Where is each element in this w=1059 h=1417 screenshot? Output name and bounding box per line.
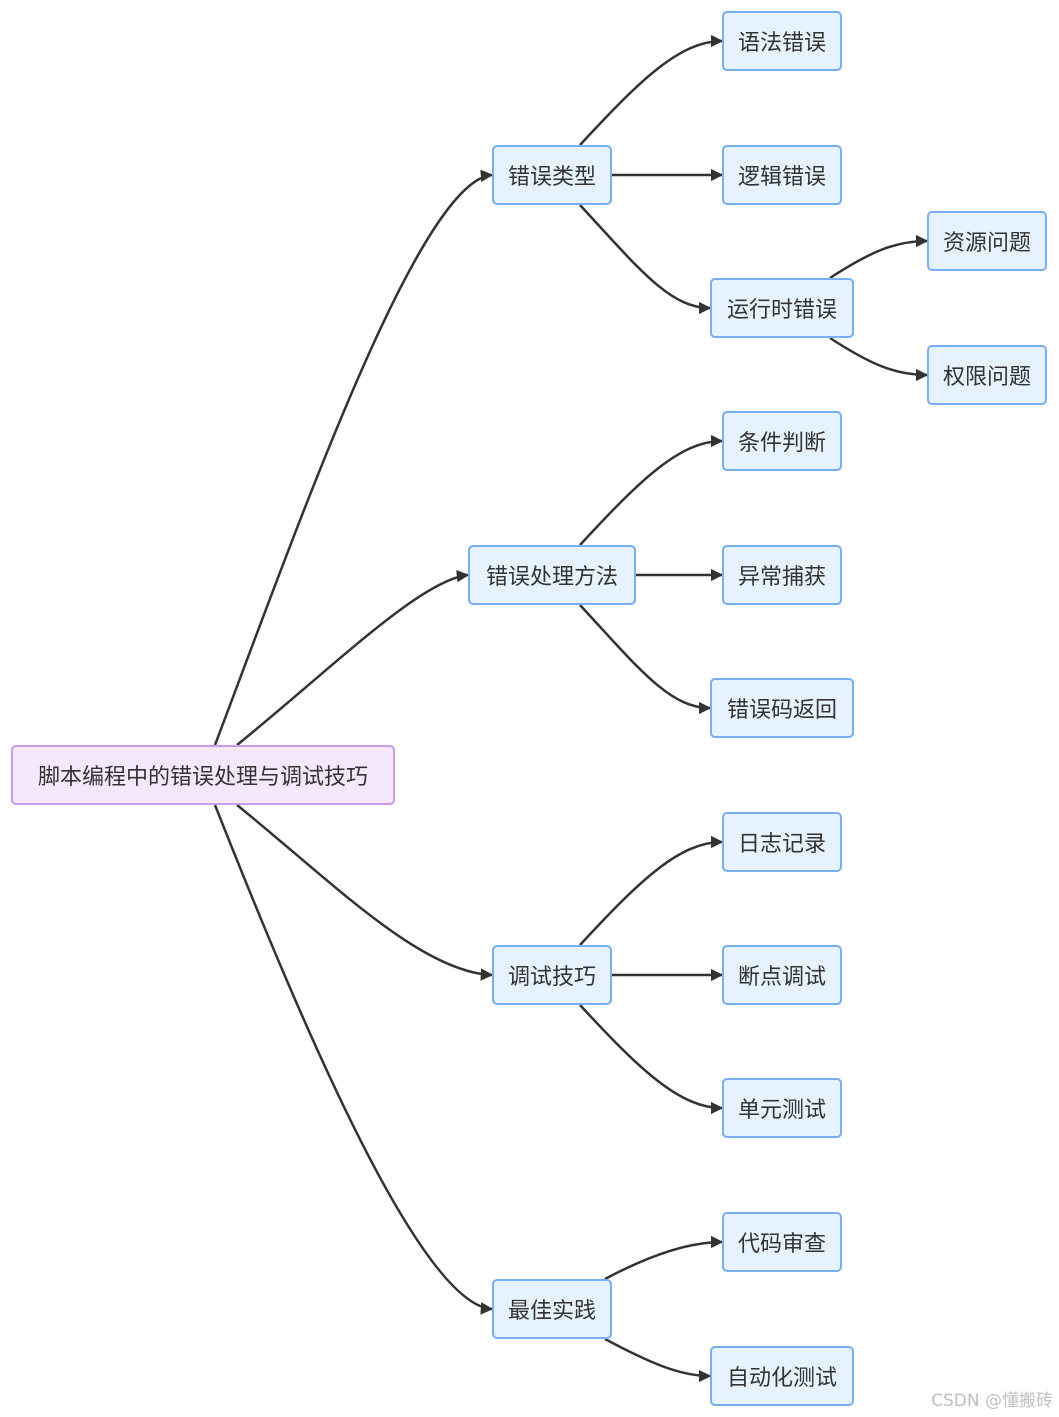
node-resource-issue: 资源问题 [927, 211, 1047, 271]
node-best-practices: 最佳实践 [492, 1279, 612, 1339]
node-error-handling: 错误处理方法 [468, 545, 636, 605]
edge-handling-to-condition [579, 434, 724, 546]
node-unit-test: 单元测试 [722, 1078, 842, 1138]
edge-root-to-error-types [213, 169, 494, 746]
edge-handling-to-errcode [579, 604, 712, 715]
node-syntax-error: 语法错误 [722, 11, 842, 71]
root-node: 脚本编程中的错误处理与调试技巧 [11, 745, 395, 805]
node-logging: 日志记录 [722, 812, 842, 872]
edge-best-to-codereview [604, 1235, 724, 1281]
edge-debug-to-logging [579, 835, 724, 946]
node-breakpoint-debug: 断点调试 [722, 945, 842, 1005]
node-debugging-tips: 调试技巧 [492, 945, 612, 1005]
node-automated-test: 自动化测试 [710, 1346, 854, 1406]
edge-runtime-to-permission [829, 336, 929, 382]
edge-types-to-runtime [579, 204, 712, 315]
node-exception-catch: 异常捕获 [722, 545, 842, 605]
edge-root-to-debugging-tips [236, 804, 494, 981]
edge-root-to-best-practices [213, 804, 494, 1315]
node-code-review: 代码审查 [722, 1212, 842, 1272]
node-error-types: 错误类型 [492, 145, 612, 205]
edge-best-to-autotest [604, 1337, 712, 1383]
node-logic-error: 逻辑错误 [722, 145, 842, 205]
node-permission-issue: 权限问题 [927, 345, 1047, 405]
watermark: CSDN @懂搬砖 [931, 1391, 1053, 1411]
node-runtime-error: 运行时错误 [710, 278, 854, 338]
edge-root-to-error-handling [236, 569, 470, 746]
edge-types-to-syntax [579, 34, 724, 146]
node-condition-check: 条件判断 [722, 411, 842, 471]
node-error-code-return: 错误码返回 [710, 678, 854, 738]
edge-debug-to-unittest [579, 1004, 724, 1115]
edge-runtime-to-resource [829, 234, 929, 280]
